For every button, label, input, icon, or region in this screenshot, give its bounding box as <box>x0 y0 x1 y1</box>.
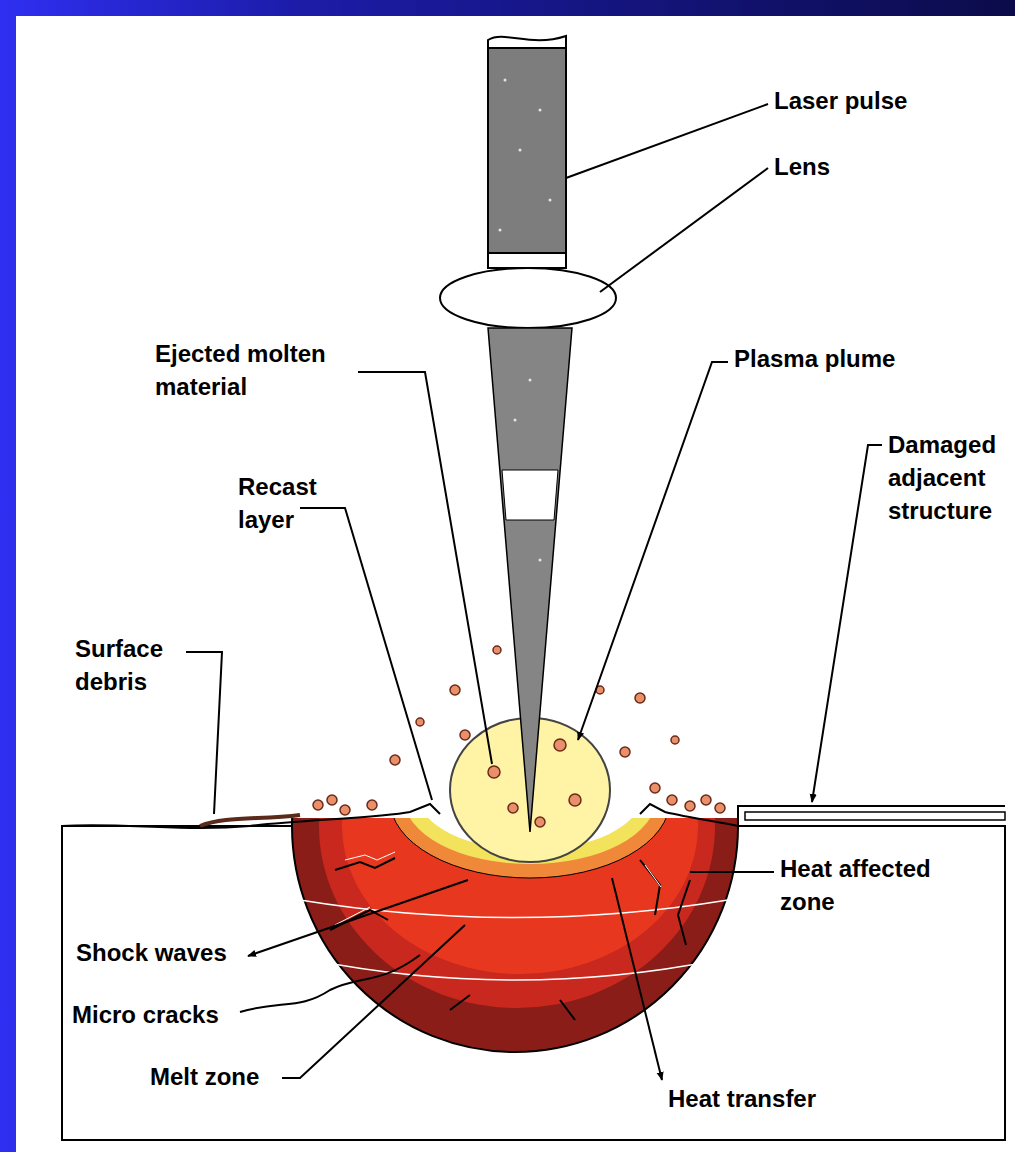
melt-zone <box>342 818 698 974</box>
leader-line <box>300 508 432 800</box>
part-label: Shock waves <box>76 936 227 969</box>
beam-speckle <box>499 79 552 562</box>
leader-line <box>612 878 662 1080</box>
leader-line <box>186 652 222 814</box>
outer-zone <box>292 818 738 1052</box>
lens <box>440 268 616 328</box>
focused-beam <box>488 328 572 832</box>
damaged-structure <box>745 812 1005 820</box>
leader-line <box>240 955 420 1012</box>
laser-pulse <box>488 48 566 253</box>
part-label: Heat affected zone <box>780 852 985 918</box>
beam-housing <box>488 36 566 268</box>
leader-line <box>566 104 768 178</box>
leader-line <box>600 168 768 292</box>
crater <box>292 818 738 1052</box>
part-label: Laser pulse <box>774 84 907 117</box>
leader-lines <box>186 104 882 1080</box>
micro-crack <box>330 858 690 1020</box>
part-label: Plasma plume <box>734 342 895 375</box>
leader-line <box>578 362 728 740</box>
molten-droplets <box>313 646 725 827</box>
leader-line <box>248 880 468 956</box>
part-label: Micro cracks <box>72 998 219 1031</box>
part-label: Ejected molten material <box>155 337 360 403</box>
damaged-structure <box>738 806 1005 828</box>
beam-gap <box>502 470 558 520</box>
leader-line <box>282 925 465 1078</box>
surface-line <box>62 804 738 828</box>
part-label: Recast layer <box>238 470 338 536</box>
leader-line <box>812 445 882 802</box>
micro-crack <box>335 852 661 925</box>
part-label: Heat transfer <box>668 1082 816 1115</box>
part-label: Melt zone <box>150 1060 259 1093</box>
leader-line <box>358 372 492 764</box>
surface-debris <box>200 815 300 826</box>
part-label: Surface debris <box>75 632 187 698</box>
part-label: Lens <box>774 150 830 183</box>
leader-line <box>690 871 774 873</box>
part-label: Damaged adjacent structure <box>888 428 1010 527</box>
